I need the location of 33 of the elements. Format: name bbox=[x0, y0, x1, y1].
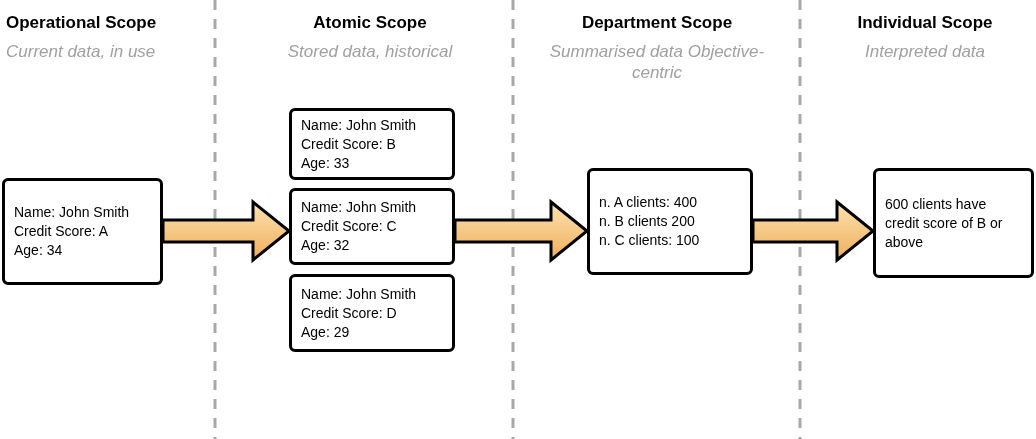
record-box bbox=[587, 168, 753, 275]
record-box bbox=[2, 178, 163, 285]
record-text: n. B clients 200 bbox=[599, 212, 696, 231]
record-text: Age: 32 bbox=[301, 236, 351, 255]
record-text: Age: 29 bbox=[301, 322, 351, 342]
column-heading: Operational Scope bbox=[6, 12, 158, 34]
record-text: Age: 34 bbox=[14, 241, 64, 260]
column-subtitle: Current data, in use bbox=[6, 41, 157, 62]
record-box bbox=[289, 108, 455, 180]
record-text: Name: John Smith bbox=[14, 203, 131, 222]
record-text: Age: 33 bbox=[301, 153, 351, 173]
block-arrow bbox=[751, 198, 876, 264]
record-box bbox=[873, 168, 1034, 278]
column-heading: Atomic Scope bbox=[312, 12, 428, 34]
record-box bbox=[289, 188, 455, 265]
record-text: n. A clients: 400 bbox=[599, 193, 699, 212]
column-subtitle: Stored data, historical bbox=[286, 41, 454, 62]
record-text: Credit Score: B bbox=[301, 134, 397, 154]
column-heading: Department Scope bbox=[580, 12, 734, 34]
column-subtitle: Summarised data Objective-centric bbox=[548, 41, 766, 83]
record-box bbox=[289, 274, 455, 352]
block-arrow bbox=[453, 198, 590, 264]
record-text: 600 clients have credit score of B or above bbox=[885, 194, 1004, 252]
record-text: Credit Score: C bbox=[301, 217, 398, 236]
record-text: n. C clients: 100 bbox=[599, 231, 701, 250]
record-text: Credit Score: D bbox=[301, 303, 398, 323]
block-arrow bbox=[161, 198, 292, 264]
record-text: Name: John Smith bbox=[301, 115, 418, 135]
column-subtitle: Interpreted data bbox=[864, 41, 986, 62]
record-text: Name: John Smith bbox=[301, 198, 418, 217]
record-text: Credit Score: A bbox=[14, 222, 110, 241]
column-heading: Individual Scope bbox=[856, 12, 994, 34]
record-text: Name: John Smith bbox=[301, 284, 418, 304]
